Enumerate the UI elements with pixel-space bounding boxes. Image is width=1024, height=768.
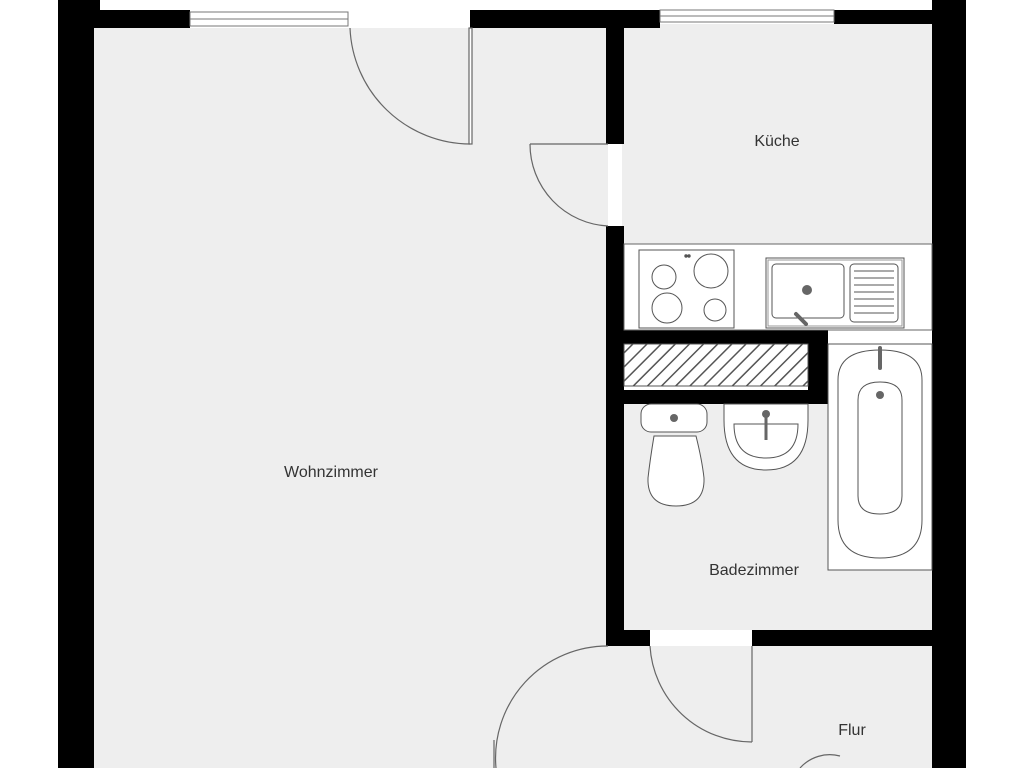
burner-small-icon <box>651 264 677 290</box>
door-top-swing <box>349 27 471 145</box>
door-flur-swing <box>799 754 841 768</box>
faucet-icon <box>794 312 808 326</box>
room-label-flur: Flur <box>838 722 866 739</box>
door-wohn-swing <box>494 645 609 768</box>
stove <box>638 249 735 329</box>
burner-large-icon <box>651 292 683 324</box>
walls <box>58 0 966 768</box>
toilet-bowl <box>647 435 705 507</box>
washbasin <box>723 403 809 471</box>
toilet <box>640 403 708 507</box>
kitchen-sink <box>765 257 905 329</box>
drain-icon <box>802 285 812 295</box>
burner-small-icon <box>703 298 727 322</box>
bathtub <box>827 343 933 571</box>
burner-large-icon <box>693 253 729 289</box>
room-label-kueche: Küche <box>754 133 800 150</box>
flur-lower-left-floor <box>608 646 752 768</box>
door-top-leaf <box>468 27 473 145</box>
room-label-badezimmer: Badezimmer <box>709 562 799 579</box>
door-bad-swing <box>649 645 753 743</box>
doors <box>349 27 841 768</box>
flur-floor <box>752 646 932 768</box>
installation-shaft <box>623 343 809 387</box>
door-kueche-swing <box>529 143 609 227</box>
drainboard-ribs <box>854 270 894 314</box>
windows <box>189 9 835 27</box>
room-label-wohnzimmer: Wohnzimmer <box>284 464 378 481</box>
wohnzimmer-floor <box>94 28 608 768</box>
